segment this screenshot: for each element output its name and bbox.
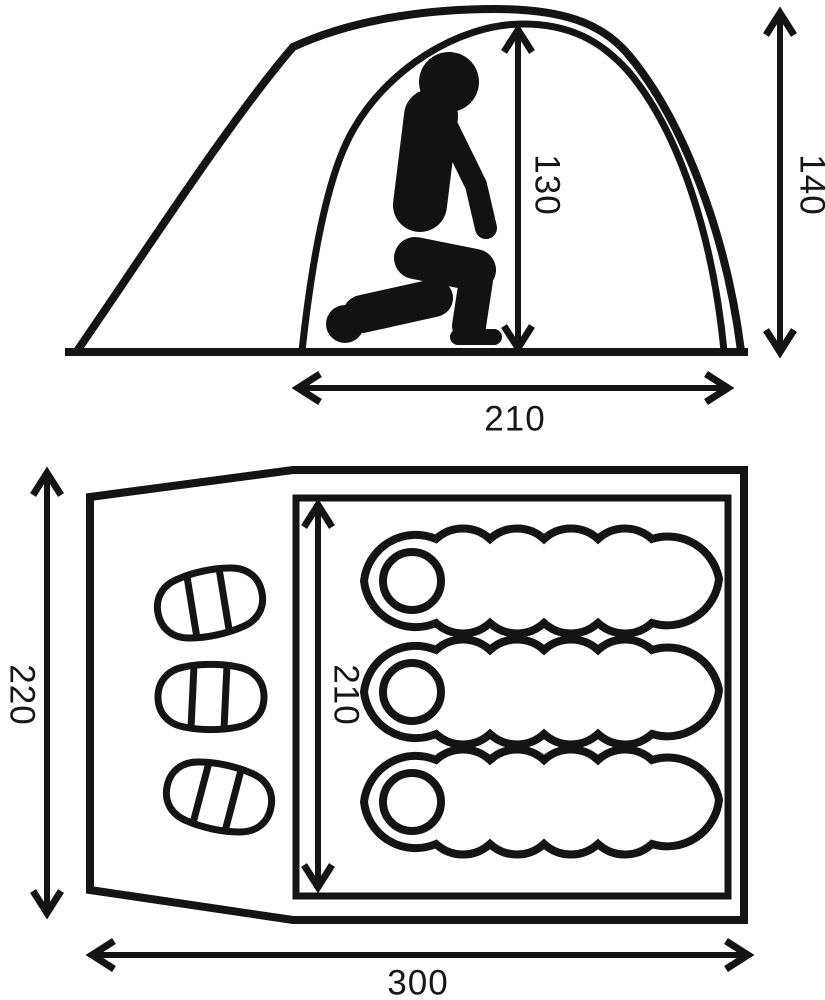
pillow-icon <box>160 754 277 840</box>
total-width-label: 300 <box>387 964 448 1000</box>
dimension-inner-room-depth: 210 <box>301 498 366 894</box>
dimension-outer-height: 140 <box>763 6 825 359</box>
inner-room-depth-label: 210 <box>327 664 366 725</box>
inner-room-outline <box>292 494 732 900</box>
side-view: 130 140 210 <box>65 4 825 439</box>
floor-plan: 220 210 300 <box>3 466 755 1000</box>
pillow-icon <box>151 560 268 646</box>
dimension-inner-height: 130 <box>501 23 567 355</box>
kneeling-person-icon <box>326 52 502 345</box>
sleeping-bag-icon <box>364 640 719 745</box>
dimension-total-depth: 220 <box>3 466 64 920</box>
outer-height-label: 140 <box>793 154 825 215</box>
tent-door-arch <box>298 20 728 352</box>
tent-footprint-outline <box>86 466 748 924</box>
dimension-side-width: 210 <box>291 371 735 439</box>
sleeping-bag-icon <box>364 750 719 855</box>
sleeping-bag-icon <box>364 529 719 634</box>
pillow-icon <box>158 664 264 729</box>
side-width-label: 210 <box>484 400 545 439</box>
inner-height-label: 130 <box>528 154 567 215</box>
total-depth-label: 220 <box>3 664 42 725</box>
tent-outline <box>73 4 745 354</box>
dimension-total-width: 300 <box>85 938 755 1000</box>
